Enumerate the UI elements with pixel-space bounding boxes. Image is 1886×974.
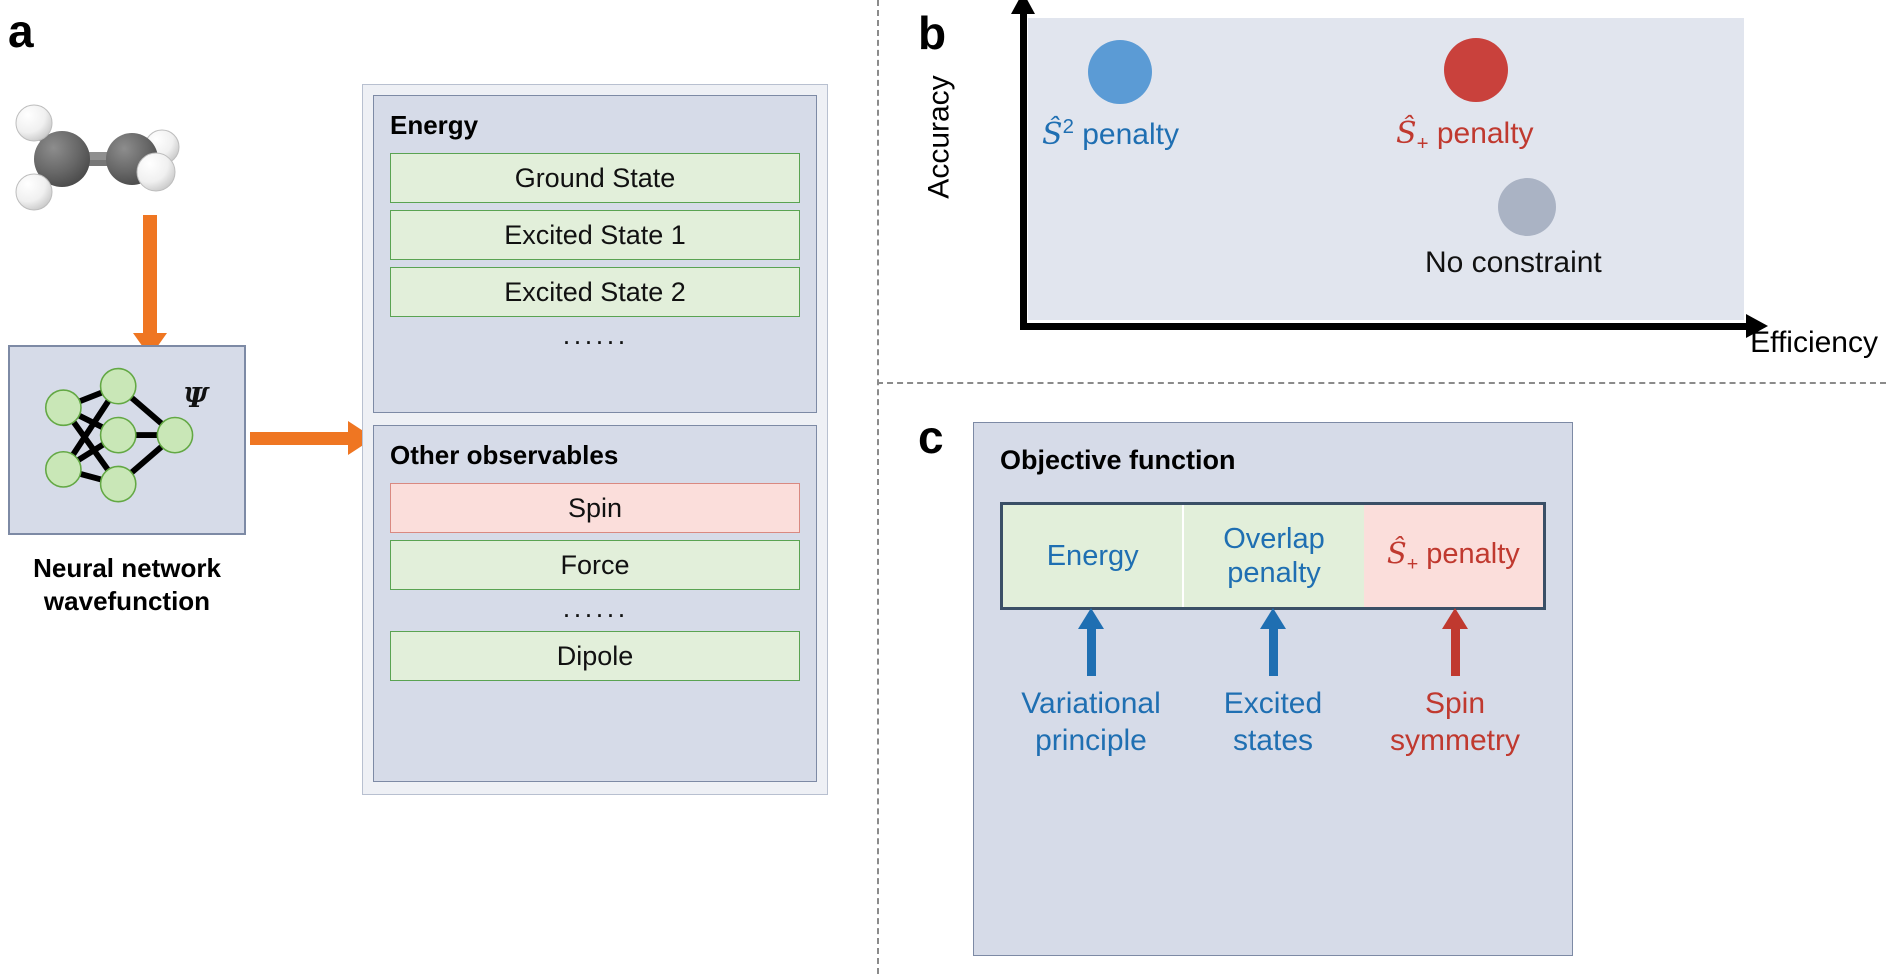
down-arrow-icon (133, 215, 167, 357)
energy-panel-title: Energy (390, 110, 479, 140)
objective-arrows-row (1000, 608, 1546, 676)
observable-item-force[interactable]: Force (390, 540, 800, 590)
objective-cell-label: Ŝ+ penalty (1386, 535, 1520, 575)
energy-item-excited-state-1[interactable]: Excited State 1 (390, 210, 800, 260)
other-observables-ellipsis: ······ (562, 599, 628, 629)
objective-function-title: Objective function (1000, 445, 1236, 475)
superscript-2: 2 (1062, 116, 1074, 138)
x-axis-arrow (1020, 314, 1768, 338)
ethylene-molecule-icon (15, 104, 180, 211)
up-arrow-icon (1441, 608, 1468, 676)
horizontal-dashed-divider (877, 382, 1886, 384)
observable-item-dipole[interactable]: Dipole (390, 631, 800, 681)
energy-item-label: Excited State 2 (504, 276, 686, 307)
energy-panel: Energy Ground State Excited State 1 Exci… (373, 95, 817, 413)
up-arrow-icon (1077, 608, 1104, 676)
vertical-dashed-divider (877, 0, 879, 974)
label-s2-penalty: Ŝ2 penalty (1042, 116, 1179, 152)
energy-item-label: Excited State 1 (504, 219, 686, 250)
objective-cell-splus-penalty[interactable]: Ŝ+ penalty (1363, 505, 1543, 607)
x-axis-label: Efficiency (1750, 326, 1878, 359)
energy-ellipsis: ······ (562, 326, 628, 356)
y-axis-arrow (1011, 0, 1035, 330)
accuracy-efficiency-plot-area: Ŝ2 penalty Ŝ+ penalty No constraint (1028, 18, 1744, 320)
nn-caption-line2: wavefunction (43, 586, 211, 617)
s-hat-symbol: Ŝ (1396, 116, 1417, 151)
up-arrow-icon (1259, 608, 1286, 676)
s-hat-symbol: Ŝ (1386, 535, 1407, 570)
neural-network-box: Ψ (8, 345, 246, 535)
arrow-cell-variational (1000, 608, 1182, 676)
observable-item-label: Force (560, 549, 630, 580)
panel-a: a (0, 0, 870, 810)
panel-b-letter: b (918, 7, 947, 59)
arrow-cell-excited (1182, 608, 1364, 676)
panel-b: b Ŝ2 penalty Ŝ+ penalty No constraint Ac… (900, 0, 1886, 382)
psi-symbol: Ψ (183, 383, 208, 414)
label-no-constraint: No constraint (1425, 246, 1602, 279)
energy-item-label: Ground State (514, 162, 676, 193)
s-hat-symbol: Ŝ (1042, 117, 1063, 152)
objective-cell-energy[interactable]: Energy (1003, 505, 1185, 607)
bubble-splus-penalty[interactable] (1444, 38, 1508, 102)
observable-item-label: Dipole (556, 640, 634, 671)
panel-c-letter: c (918, 411, 944, 463)
label-splus-penalty: Ŝ+ penalty (1396, 116, 1534, 155)
neural-network-diagram-icon (44, 367, 194, 503)
neural-network-caption: Neural network wavefunction (8, 552, 246, 619)
bubble-s2-penalty[interactable] (1088, 40, 1152, 104)
energy-item-excited-state-2[interactable]: Excited State 2 (390, 267, 800, 317)
y-axis-label: Accuracy (922, 75, 956, 199)
arrow-cell-spin (1364, 608, 1546, 676)
nn-caption-line1: Neural network (33, 553, 221, 583)
subscript-plus: + (1416, 133, 1429, 155)
subscript-plus: + (1406, 552, 1419, 575)
observable-item-spin[interactable]: Spin (390, 483, 800, 533)
objective-cell-label: Energy (1046, 539, 1139, 572)
bubble-no-constraint[interactable] (1498, 178, 1556, 236)
energy-item-ground-state[interactable]: Ground State (390, 153, 800, 203)
other-observables-panel: Other observables Spin Force ······ Dipo… (373, 425, 817, 782)
observable-item-label: Spin (567, 492, 623, 523)
panel-a-letter: a (8, 5, 34, 57)
observables-container: Energy Ground State Excited State 1 Exci… (362, 84, 828, 795)
other-observables-title: Other observables (390, 440, 619, 470)
right-arrow-icon (250, 421, 374, 455)
